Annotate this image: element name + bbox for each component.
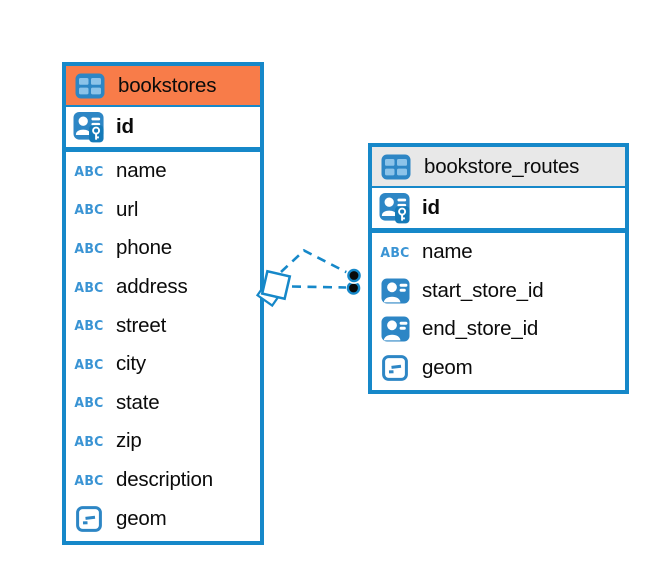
table-title: bookstores xyxy=(118,73,217,97)
column-label: id xyxy=(116,115,134,138)
column-label: end_store_id xyxy=(422,317,539,341)
column-row[interactable]: ABC description xyxy=(66,460,260,500)
column-label: description xyxy=(116,468,213,492)
column-row[interactable]: geom xyxy=(372,348,625,388)
table-bookstores[interactable]: bookstores id ABC name ABC url ABC phone… xyxy=(62,62,264,545)
primary-key-row[interactable]: id xyxy=(66,107,260,152)
foreign-key-icon xyxy=(378,278,412,304)
column-label: name xyxy=(116,159,167,183)
geometry-icon xyxy=(378,355,412,381)
column-row[interactable]: ABC state xyxy=(66,383,260,423)
abc-text-icon: ABC xyxy=(74,394,104,411)
column-row[interactable]: ABC name xyxy=(372,233,625,272)
column-row[interactable]: ABC phone xyxy=(66,229,260,268)
column-label: start_store_id xyxy=(422,278,544,302)
column-row[interactable]: geom xyxy=(66,499,260,538)
column-label: id xyxy=(422,196,440,219)
column-label: name xyxy=(422,240,473,264)
table-grid-icon xyxy=(379,154,413,180)
primary-key-row[interactable]: id xyxy=(372,188,625,233)
column-label: geom xyxy=(116,506,167,530)
column-row[interactable]: ABC address xyxy=(66,267,260,307)
column-row[interactable]: ABC city xyxy=(66,344,260,384)
column-row[interactable]: end_store_id xyxy=(372,310,625,349)
column-row[interactable]: ABC zip xyxy=(66,422,260,461)
column-label: address xyxy=(116,275,188,299)
abc-text-icon: ABC xyxy=(74,472,104,488)
table-title: bookstore_routes xyxy=(424,154,580,178)
abc-text-icon: ABC xyxy=(380,244,410,261)
relationship-line xyxy=(280,248,352,276)
column-label: zip xyxy=(116,429,142,453)
primary-key-icon xyxy=(72,111,106,143)
geometry-icon xyxy=(72,506,106,532)
primary-key-icon xyxy=(378,192,412,224)
column-row[interactable]: ABC name xyxy=(66,152,260,191)
table-header[interactable]: bookstores xyxy=(66,66,260,107)
column-label: city xyxy=(116,352,146,376)
column-row[interactable]: ABC street xyxy=(66,306,260,345)
abc-text-icon: ABC xyxy=(74,279,104,295)
column-row[interactable]: ABC url xyxy=(66,190,260,230)
column-row[interactable]: start_store_id xyxy=(372,271,625,311)
abc-text-icon: ABC xyxy=(74,433,104,450)
abc-text-icon: ABC xyxy=(74,202,104,218)
column-label: phone xyxy=(116,236,173,260)
abc-text-icon: ABC xyxy=(74,356,104,373)
table-bookstore-routes[interactable]: bookstore_routes id ABC name start_store… xyxy=(368,143,629,394)
column-label: geom xyxy=(422,356,473,380)
column-label: state xyxy=(116,390,160,414)
abc-text-icon: ABC xyxy=(74,317,104,334)
relationship-line xyxy=(291,285,347,289)
abc-text-icon: ABC xyxy=(74,163,104,180)
foreign-key-icon xyxy=(378,316,412,342)
abc-text-icon: ABC xyxy=(74,240,104,257)
table-header[interactable]: bookstore_routes xyxy=(372,147,625,188)
relationship-endpoint-dots xyxy=(345,267,363,295)
column-label: street xyxy=(116,313,167,337)
table-grid-icon xyxy=(73,73,107,99)
column-label: url xyxy=(116,197,139,221)
